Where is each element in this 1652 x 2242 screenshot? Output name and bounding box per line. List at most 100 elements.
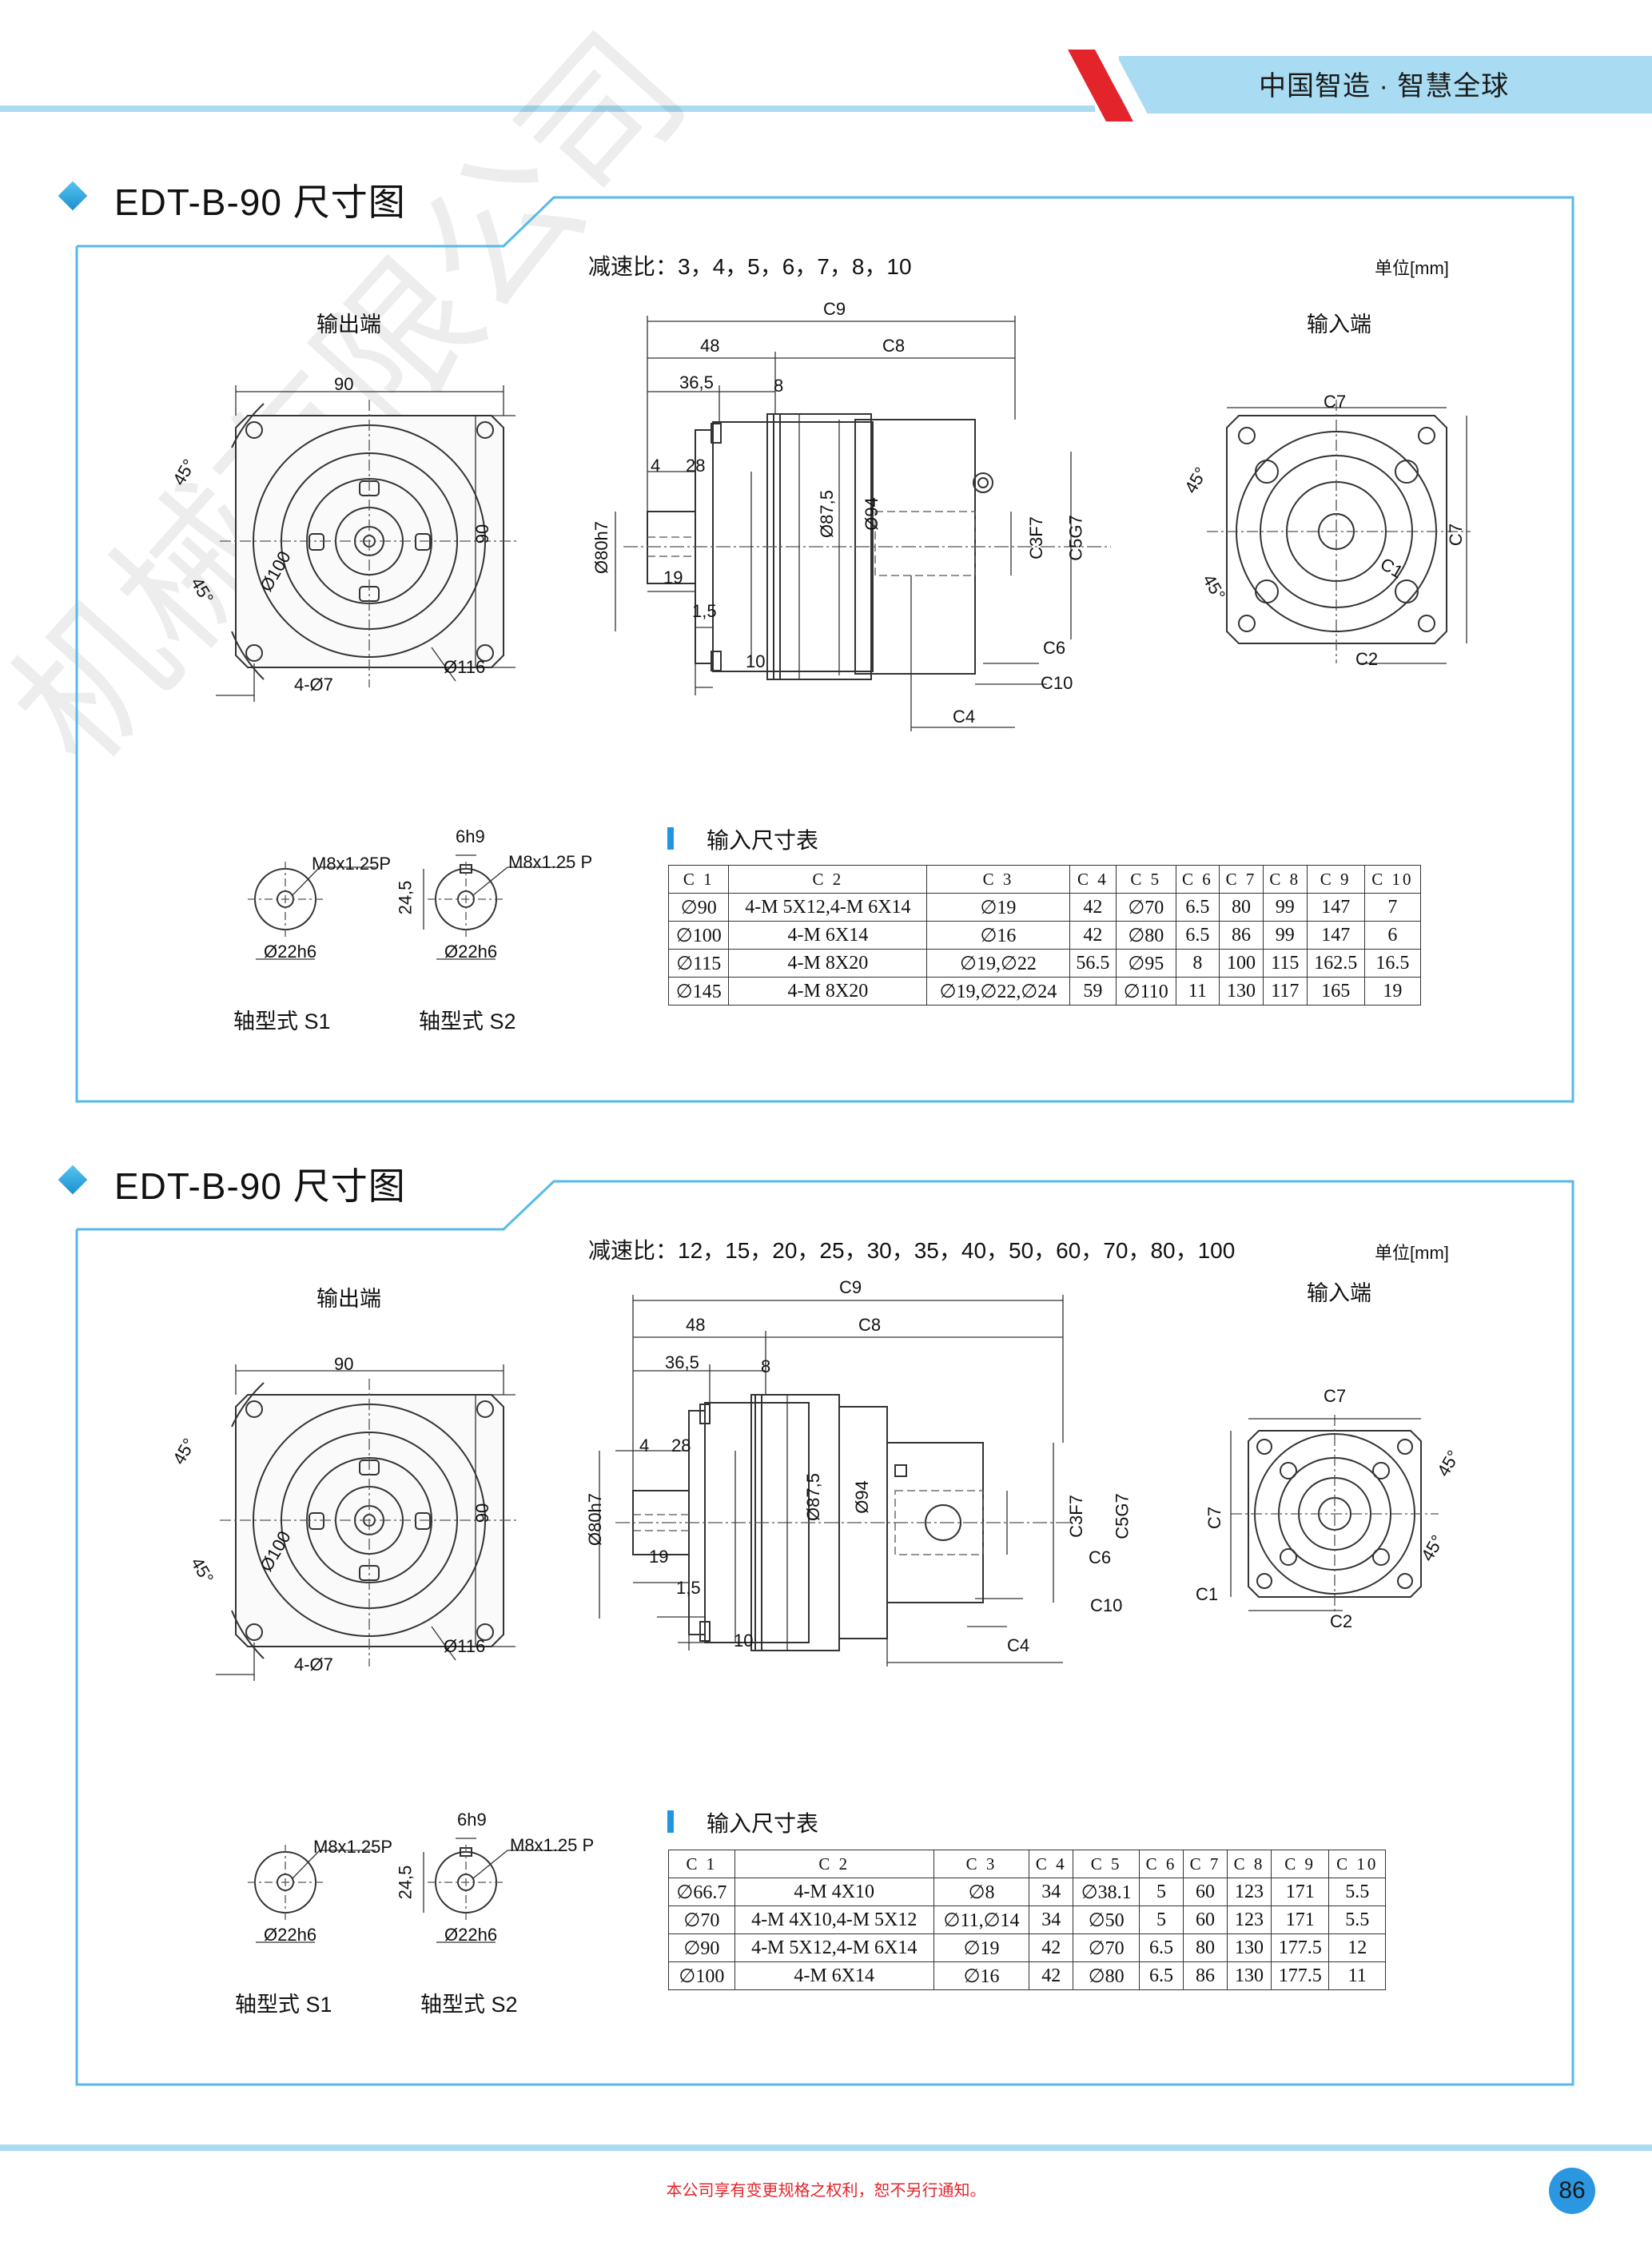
table-header-cell: C 4 bbox=[1069, 865, 1117, 894]
table-row: ∅66.7 4-M 4X10 ∅8 34 ∅38.1 5 60 123 171 … bbox=[668, 1878, 1386, 1906]
table-cell: 99 bbox=[1262, 893, 1308, 922]
section-1-input-end-drawing bbox=[1207, 400, 1471, 664]
table-cell: ∅19,∅22 bbox=[926, 949, 1070, 978]
table-cell: 115 bbox=[1262, 949, 1308, 978]
s1-dim-36-5: 36,5 bbox=[679, 372, 714, 392]
s1-dim-c6: C6 bbox=[1043, 638, 1066, 658]
table-cell: 177.5 bbox=[1270, 1961, 1330, 1990]
table-cell: 4-M 5X12,4-M 6X14 bbox=[734, 1933, 934, 1962]
table-cell: 130 bbox=[1226, 1961, 1272, 1990]
table-header-cell: C 8 bbox=[1226, 1850, 1272, 1878]
table-cell: 5 bbox=[1139, 1878, 1184, 1906]
s2-shaft-s2-diameter: Ø22h6 bbox=[444, 1925, 498, 1945]
section-1-output-label: 输出端 bbox=[316, 313, 381, 336]
section-2-ratio: 减速比：12，15，20，25，30，35，40，50，60，70，80，100 bbox=[588, 1238, 1236, 1263]
section-2-side-view-drawing bbox=[599, 1295, 1071, 1667]
table-cell: ∅110 bbox=[1116, 977, 1176, 1006]
s1-shaft-s2-diameter: Ø22h6 bbox=[444, 942, 498, 962]
section-1-title: EDT-B-90 尺寸图 bbox=[114, 181, 406, 223]
s2-dim-c2: C2 bbox=[1330, 1611, 1353, 1631]
section-2-frame bbox=[75, 1180, 1574, 2086]
section-2-table-title: 输入尺寸表 bbox=[707, 1811, 819, 1836]
table-cell: ∅145 bbox=[667, 977, 730, 1006]
table-cell: 4-M 8X20 bbox=[728, 977, 928, 1006]
table-row: ∅90 4-M 5X12,4-M 6X14 ∅19 42 ∅70 6.5 80 … bbox=[668, 1933, 1386, 1962]
s1-dim-c10: C10 bbox=[1041, 673, 1073, 693]
table-cell: 4-M 4X10 bbox=[734, 1878, 934, 1906]
s1-dim-hole: 4-Ø7 bbox=[294, 675, 333, 695]
header-slogan: 中国智造 · 智慧全球 bbox=[1259, 71, 1510, 102]
table-cell: 4-M 4X10,4-M 5X12 bbox=[734, 1906, 934, 1934]
s1-dim-c8: C8 bbox=[882, 336, 906, 356]
s1-shaft-key-width: 6h9 bbox=[456, 826, 485, 846]
table-cell: ∅70 bbox=[1116, 893, 1176, 922]
s1-dim-c4: C4 bbox=[953, 707, 976, 727]
section-1-shaft-s1-label: 轴型式 S1 bbox=[233, 1009, 331, 1033]
section-1-side-view-drawing bbox=[615, 316, 1111, 731]
section-2-shaft-s2-label: 轴型式 S2 bbox=[420, 1993, 518, 2017]
table-header-cell: C 7 bbox=[1219, 865, 1264, 894]
section-1-table-marker bbox=[667, 827, 674, 850]
table-header-cell: C 4 bbox=[1029, 1850, 1074, 1878]
s2-dim-90-horizontal: 90 bbox=[334, 1354, 354, 1374]
page-number: 86 bbox=[1549, 2168, 1595, 2214]
table-cell: ∅100 bbox=[668, 1961, 735, 1990]
s1-dim-19: 19 bbox=[663, 567, 683, 587]
table-header-cell: C 2 bbox=[734, 1850, 934, 1878]
s2-dim-10: 10 bbox=[734, 1631, 754, 1651]
table-header-cell: C 1 bbox=[668, 1850, 735, 1878]
table-cell: 56.5 bbox=[1069, 949, 1117, 978]
header-rule bbox=[0, 106, 1095, 112]
s2-dim-d94: Ø94 bbox=[851, 1480, 872, 1514]
table-cell: ∅70 bbox=[668, 1906, 735, 1934]
table-cell: 12 bbox=[1328, 1933, 1386, 1962]
table-cell: 165 bbox=[1306, 977, 1365, 1006]
section-1-table-title: 输入尺寸表 bbox=[707, 828, 819, 853]
section-2-table-marker bbox=[667, 1810, 674, 1833]
s1-shaft-s1-thread: M8x1.25P bbox=[312, 854, 392, 874]
table-cell: 42 bbox=[1029, 1961, 1074, 1990]
table-header-cell: C 3 bbox=[933, 1850, 1030, 1878]
table-cell: 147 bbox=[1306, 921, 1365, 950]
section-1-input-label: 输入端 bbox=[1307, 313, 1371, 336]
table-cell: ∅19 bbox=[933, 1933, 1030, 1962]
table-cell: 6.5 bbox=[1175, 893, 1220, 922]
s1-dim-90-horizontal: 90 bbox=[334, 374, 354, 394]
table-cell: ∅80 bbox=[1073, 1961, 1140, 1990]
table-cell: 117 bbox=[1262, 977, 1308, 1006]
table-cell: 19 bbox=[1363, 977, 1422, 1006]
table-cell: 80 bbox=[1183, 1933, 1228, 1962]
table-cell: ∅11,∅14 bbox=[933, 1906, 1030, 1934]
s2-dim-19: 19 bbox=[649, 1547, 669, 1567]
s2-dim-48: 48 bbox=[686, 1315, 706, 1335]
s1-dim-10: 10 bbox=[746, 651, 766, 671]
section-1-shaft-s2-label: 轴型式 S2 bbox=[419, 1009, 516, 1033]
s1-dim-4: 4 bbox=[651, 456, 661, 476]
section-1-unit: 单位[mm] bbox=[1375, 258, 1449, 278]
table-row: ∅100 4-M 6X14 ∅16 42 ∅80 6.5 86 99 147 6 bbox=[667, 921, 1422, 950]
section-2-unit: 单位[mm] bbox=[1375, 1243, 1449, 1263]
table-cell: 4-M 5X12,4-M 6X14 bbox=[728, 893, 928, 922]
s2-dim-c6: C6 bbox=[1089, 1547, 1112, 1567]
table-cell: 100 bbox=[1219, 949, 1264, 978]
table-cell: ∅95 bbox=[1116, 949, 1176, 978]
table-cell: ∅16 bbox=[933, 1961, 1030, 1990]
table-cell: 86 bbox=[1183, 1961, 1228, 1990]
table-cell: 34 bbox=[1029, 1906, 1074, 1934]
table-cell: ∅90 bbox=[668, 1933, 735, 1962]
table-cell: 177.5 bbox=[1270, 1933, 1330, 1962]
s1-dim-c9: C9 bbox=[823, 299, 846, 319]
table-cell: 4-M 6X14 bbox=[728, 921, 928, 950]
section-2-shaft-s1-label: 轴型式 S1 bbox=[235, 1993, 332, 2017]
table-cell: 5.5 bbox=[1328, 1906, 1386, 1934]
table-row: ∅115 4-M 8X20 ∅19,∅22 56.5 ∅95 8 100 115… bbox=[667, 949, 1422, 978]
table-row: ∅70 4-M 4X10,4-M 5X12 ∅11,∅14 34 ∅50 5 6… bbox=[668, 1906, 1386, 1934]
s2-dim-d87-5: Ø87,5 bbox=[802, 1473, 823, 1521]
table-cell: 11 bbox=[1328, 1961, 1386, 1990]
s2-shaft-s1-diameter: Ø22h6 bbox=[264, 1925, 317, 1945]
s2-dim-4: 4 bbox=[639, 1436, 650, 1456]
table-row: ∅145 4-M 8X20 ∅19,∅22,∅24 59 ∅110 11 130… bbox=[667, 977, 1422, 1006]
table-header-cell: C 5 bbox=[1116, 865, 1176, 894]
table-cell: 6 bbox=[1363, 921, 1422, 950]
table-header-cell: C 6 bbox=[1139, 1850, 1184, 1878]
